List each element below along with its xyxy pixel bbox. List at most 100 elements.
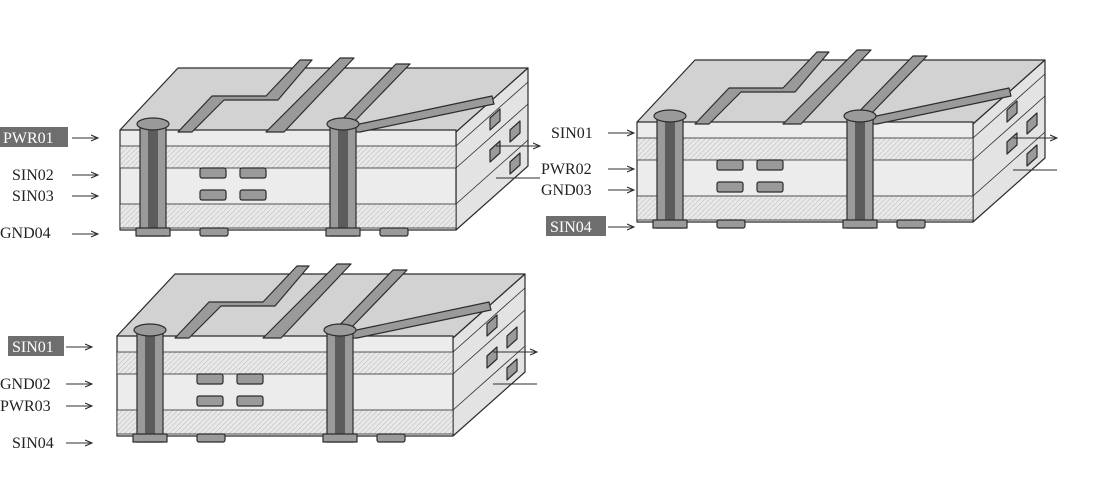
via-core	[335, 330, 345, 442]
core-layer-upper	[116, 351, 454, 375]
layer-label-sin02: SIN02	[12, 167, 98, 184]
side-trace-stub	[1006, 100, 1018, 123]
label-highlight	[546, 216, 606, 236]
inner-trace	[236, 395, 264, 407]
svg-text:SIN01: SIN01	[12, 339, 54, 356]
inner-trace	[199, 167, 227, 179]
svg-text:PWR02: PWR02	[541, 161, 592, 178]
layer-label-sin03: SIN03	[12, 188, 98, 205]
layer-label-sin01: SIN01	[8, 336, 92, 356]
via-core	[338, 124, 348, 236]
inner-trace	[756, 159, 784, 171]
top-trace	[174, 265, 310, 339]
top-trace	[262, 263, 352, 339]
layer-label-sin01: SIN01	[551, 125, 634, 142]
layer-label-gnd02: GND02	[0, 376, 92, 393]
via-pad	[136, 117, 170, 131]
side-trace-stub	[506, 326, 518, 349]
side-layer-line	[455, 103, 529, 169]
top-trace	[177, 59, 313, 133]
top-trace	[265, 57, 355, 133]
layer-label-pwr02: PWR02	[541, 161, 634, 178]
bottom-trace	[379, 227, 409, 237]
svg-text:SIN04: SIN04	[550, 219, 592, 236]
label-highlight	[0, 127, 68, 147]
core-layer-upper	[636, 137, 974, 161]
via-pad	[323, 323, 357, 337]
side-layer-line	[452, 309, 526, 375]
side-trace-stub	[509, 152, 521, 175]
side-trace-stub	[1026, 144, 1038, 167]
top-trace	[694, 51, 830, 125]
core-layer-upper	[119, 145, 457, 169]
via-pad	[133, 323, 167, 337]
stackup-b-board	[636, 49, 1057, 229]
side-layer-line	[455, 81, 529, 147]
via-pad	[653, 109, 687, 123]
via-core	[145, 330, 155, 442]
inner-trace	[239, 167, 267, 179]
layer-label-sin04: SIN04	[12, 435, 92, 452]
svg-text:GND03: GND03	[541, 182, 592, 199]
via-bottom-pad	[325, 227, 361, 237]
svg-text:SIN03: SIN03	[12, 188, 54, 205]
stackup-c-labels: SIN01 GND02 PWR03 SIN04	[0, 336, 92, 452]
core-layer-lower	[636, 195, 974, 221]
via-core	[148, 124, 158, 236]
side-layer-line	[452, 345, 526, 411]
svg-text:SIN04: SIN04	[12, 435, 54, 452]
inner-trace	[239, 189, 267, 201]
layer-label-gnd04: GND04	[0, 225, 98, 242]
layer-label-pwr01: PWR01	[0, 127, 98, 147]
layer-label-gnd03: GND03	[541, 182, 634, 199]
bottom-trace	[199, 227, 229, 237]
stackup-b-labels: SIN01 PWR02 GND03 SIN04	[541, 125, 634, 236]
top-trace	[782, 49, 872, 125]
side-trace-stub	[1026, 112, 1038, 135]
svg-text:GND04: GND04	[0, 225, 51, 242]
svg-text:GND02: GND02	[0, 376, 51, 393]
inner-trace	[196, 373, 224, 385]
via-bottom-pad	[132, 433, 168, 443]
inner-trace	[236, 373, 264, 385]
svg-text:SIN01: SIN01	[551, 125, 593, 142]
svg-text:PWR01: PWR01	[3, 130, 54, 147]
side-layer-line	[972, 73, 1046, 139]
inner-trace	[756, 181, 784, 193]
via-bottom-pad	[842, 219, 878, 229]
side-trace-stub	[509, 120, 521, 143]
side-layer-line	[972, 131, 1046, 197]
side-layer-line	[452, 287, 526, 353]
via-pad	[326, 117, 360, 131]
layer-label-pwr03: PWR03	[0, 398, 92, 415]
inner-trace	[196, 395, 224, 407]
side-trace-stub	[486, 314, 498, 337]
bottom-trace	[716, 219, 746, 229]
bottom-trace	[196, 433, 226, 443]
label-highlight	[8, 336, 64, 356]
side-trace-stub	[489, 108, 501, 131]
svg-text:PWR03: PWR03	[0, 398, 51, 415]
inner-trace	[199, 189, 227, 201]
svg-text:SIN02: SIN02	[12, 167, 54, 184]
side-trace-stub	[506, 358, 518, 381]
bottom-trace	[896, 219, 926, 229]
inner-trace	[716, 159, 744, 171]
core-layer-lower	[119, 203, 457, 229]
via-core	[855, 116, 865, 228]
via-pad	[843, 109, 877, 123]
bottom-trace	[376, 433, 406, 443]
side-layer-line	[972, 95, 1046, 161]
core-layer-lower	[116, 409, 454, 435]
stackup-c-board	[116, 263, 537, 443]
via-bottom-pad	[652, 219, 688, 229]
side-layer-line	[455, 139, 529, 205]
via-bottom-pad	[135, 227, 171, 237]
via-core	[665, 116, 675, 228]
inner-trace	[716, 181, 744, 193]
stackup-a-board	[119, 57, 540, 237]
stackup-a-labels: PWR01 SIN02 SIN03 GND04	[0, 127, 98, 242]
via-bottom-pad	[322, 433, 358, 443]
layer-label-sin04: SIN04	[546, 216, 634, 236]
